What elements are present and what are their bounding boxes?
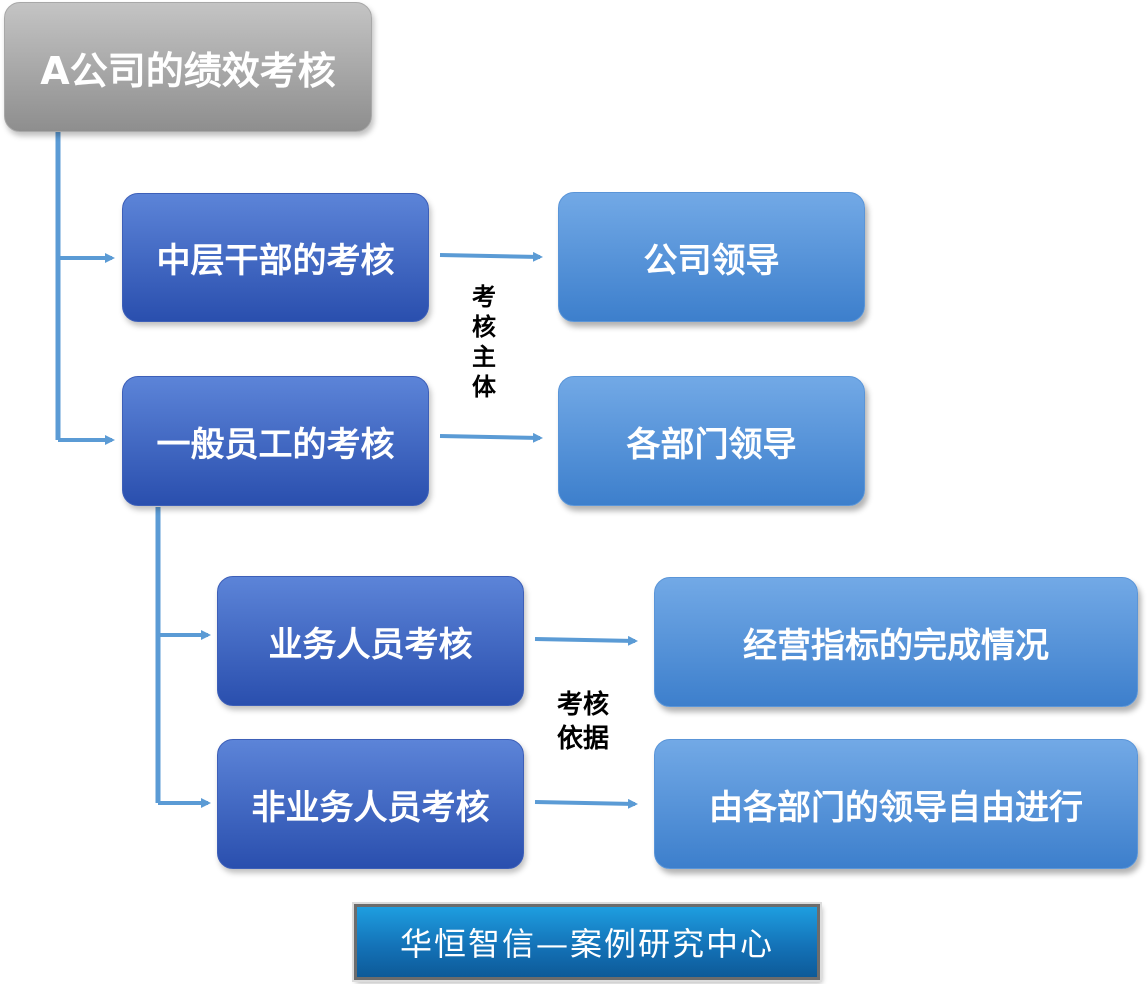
node-company-leaders: 公司领导: [558, 192, 865, 322]
node-company-leaders-label: 公司领导: [643, 240, 780, 281]
arrow-to-company-leaders: [439, 251, 543, 262]
node-middle-managers: 中层干部的考核: [122, 193, 429, 322]
arrow-to-kpi-completion: [534, 635, 638, 646]
root-node: A公司的绩效考核: [4, 2, 372, 132]
node-non-business-staff: 非业务人员考核: [217, 739, 524, 869]
annotation-subject-char: 考: [472, 283, 496, 311]
node-business-staff: 业务人员考核: [217, 576, 524, 706]
node-kpi-completion-label: 经营指标的完成情况: [743, 625, 1049, 666]
annotation-basis-line: 依据: [556, 724, 609, 754]
annotation-assessment-subject: 考 核 主 体: [466, 282, 502, 402]
node-kpi-completion: 经营指标的完成情况: [654, 577, 1138, 707]
node-general-staff-label: 一般员工的考核: [156, 424, 395, 465]
node-general-staff: 一般员工的考核: [122, 376, 429, 506]
annotation-basis-line: 考核: [556, 690, 609, 720]
node-dept-leaders-label: 各部门领导: [626, 424, 797, 465]
annotation-subject-char: 主: [472, 343, 496, 371]
node-dept-leaders: 各部门领导: [558, 376, 865, 506]
arrow-to-dept-free: [534, 798, 638, 809]
annotation-subject-char: 体: [472, 373, 496, 401]
node-middle-managers-label: 中层干部的考核: [156, 241, 395, 281]
root-node-label: A公司的绩效考核: [40, 48, 336, 93]
footer-banner: 华恒智信—案例研究中心: [354, 904, 820, 980]
annotation-subject-char: 核: [472, 313, 496, 341]
node-dept-free-assessment-label: 由各部门的领导自由进行: [709, 787, 1083, 828]
node-dept-free-assessment: 由各部门的领导自由进行: [654, 739, 1138, 869]
node-non-business-staff-label: 非业务人员考核: [251, 787, 490, 828]
footer-banner-text: 华恒智信—案例研究中心: [399, 925, 774, 963]
arrow-to-dept-leaders: [439, 432, 543, 443]
annotation-assessment-basis: 考核 依据: [548, 688, 618, 756]
node-business-staff-label: 业务人员考核: [268, 624, 473, 665]
